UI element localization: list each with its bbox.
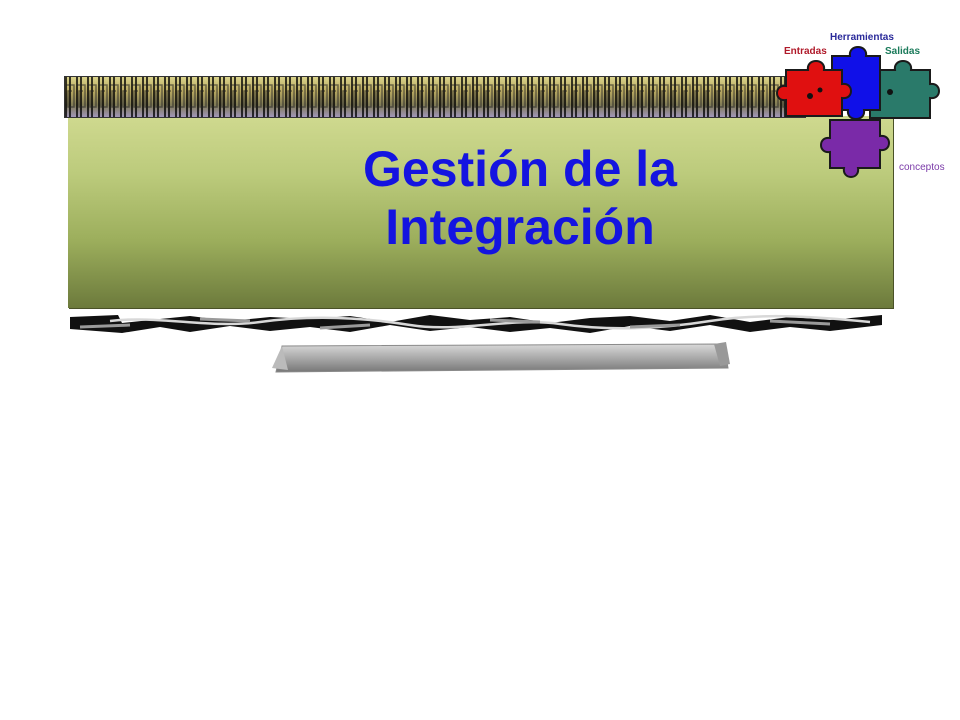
- title-line-1: Gestión de la: [363, 141, 677, 197]
- title-line-2: Integración: [385, 199, 655, 255]
- greek-key-border: [64, 76, 806, 118]
- page-title: Gestión de la Integración: [300, 140, 740, 256]
- puzzle-pieces-icon: [776, 46, 940, 178]
- label-tools: Herramientas: [830, 32, 894, 43]
- title-panel: [68, 116, 893, 308]
- label-inputs: Entradas: [784, 46, 827, 57]
- decorative-bar: [272, 342, 730, 373]
- label-outputs: Salidas: [885, 46, 921, 57]
- label-concepts: conceptos: [899, 162, 945, 173]
- wavy-divider: [70, 314, 882, 333]
